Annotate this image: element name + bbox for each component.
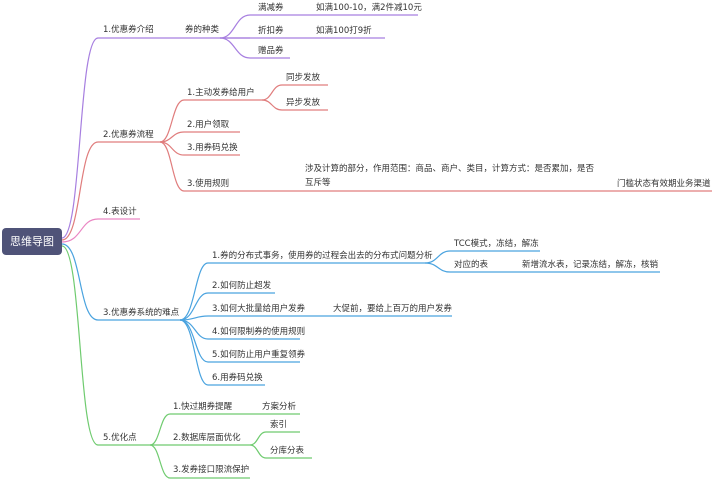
edge-flow-active [159, 99, 262, 143]
node-sync-issue[interactable]: 同步发放 [286, 73, 321, 83]
node-tx-table[interactable]: 对应的表 [454, 260, 489, 270]
edge-tx-table [424, 262, 505, 273]
edge-root-intro [61, 37, 160, 239]
edge-opt-expiry [149, 413, 250, 446]
node-bulk-issue[interactable]: 3.如何大批量给用户发券 [212, 304, 306, 314]
node-optimization[interactable]: 5.优化点 [103, 433, 137, 443]
node-code-redeem[interactable]: 3.用券码兑换 [187, 143, 238, 153]
node-gift[interactable]: 赠品券 [258, 46, 284, 56]
edge-root-optimization [61, 245, 150, 446]
node-full-reduction[interactable]: 满减券 [258, 3, 284, 13]
node-active-issue[interactable]: 1.主动发券给用户 [187, 88, 255, 98]
edge-active-sync [261, 84, 328, 101]
edge-flow-redeem [159, 141, 240, 156]
node-over-issue[interactable]: 2.如何防止超发 [212, 281, 272, 291]
node-limit-rules[interactable]: 4.如何限制券的使用规则 [212, 327, 306, 337]
edge-types-gift [219, 37, 290, 59]
node-db-optimization[interactable]: 2.数据库层面优化 [173, 433, 241, 443]
edge-db-sharding [249, 444, 312, 459]
node-usage-rules-extra: 门槛状态有效期业务渠道 [617, 179, 711, 189]
edge-opt-rate [149, 444, 250, 479]
node-db-index[interactable]: 索引 [270, 420, 288, 430]
edge-tx-tcc [424, 250, 540, 264]
edge-root-table [61, 218, 140, 243]
edge-types-full [219, 14, 310, 39]
node-db-sharding[interactable]: 分库分表 [270, 446, 305, 456]
edge-flow-claim [159, 131, 240, 143]
node-tcc[interactable]: TCC模式，冻结，解冻 [454, 239, 539, 249]
node-table-design[interactable]: 4.表设计 [103, 207, 137, 217]
node-user-claim[interactable]: 2.用户领取 [187, 120, 230, 130]
edge-flow-rules [159, 141, 300, 192]
node-coupon-flow[interactable]: 2.优惠券流程 [103, 130, 154, 140]
node-coupon-intro[interactable]: 1.优惠券介绍 [103, 25, 154, 35]
node-distributed-tx[interactable]: 1.券的分布式事务，使用券的过程会出去的分布式问题分析 [212, 251, 433, 261]
node-difficulties[interactable]: 3.优惠券系统的难点 [103, 308, 180, 318]
node-coupon-types[interactable]: 券的种类 [185, 25, 220, 35]
edge-diff-redeem [179, 319, 265, 386]
node-expiry-remind-note: 方案分析 [262, 402, 297, 412]
edge-db-index [249, 431, 300, 446]
node-discount-note: 如满100打9折 [316, 26, 372, 36]
edge-root-difficulties [61, 243, 180, 321]
node-bulk-issue-note: 大促前，要给上百万的用户发券 [333, 304, 453, 314]
edge-diff-tx [179, 262, 425, 321]
node-usage-rules[interactable]: 3.使用规则 [187, 179, 230, 189]
node-rate-limit[interactable]: 3.发券接口限流保护 [173, 465, 250, 475]
node-discount[interactable]: 折扣券 [258, 26, 284, 36]
node-usage-rules-note: 涉及计算的部分，作用范围：商品、商户、类目，计算方式：是否累加，是否互斥等 [305, 164, 595, 188]
node-repeat-claim[interactable]: 5.如何防止用户重复领券 [212, 350, 306, 360]
node-expiry-remind[interactable]: 1.快过期券提醒 [173, 402, 233, 412]
root-node[interactable]: 思维导图 [2, 228, 62, 255]
edge-diff-bulk [179, 315, 330, 321]
node-async-issue[interactable]: 异步发放 [286, 98, 321, 108]
edge-active-async [261, 99, 328, 111]
edge-diff-over [179, 292, 275, 321]
node-difficulty-code-redeem[interactable]: 6.用券码兑换 [212, 373, 263, 383]
edge-root-flow [61, 141, 160, 241]
node-full-reduction-note: 如满100-10，满2件减10元 [316, 3, 422, 13]
node-tx-table-note: 新增流水表，记录冻结，解冻，核销 [522, 260, 659, 270]
